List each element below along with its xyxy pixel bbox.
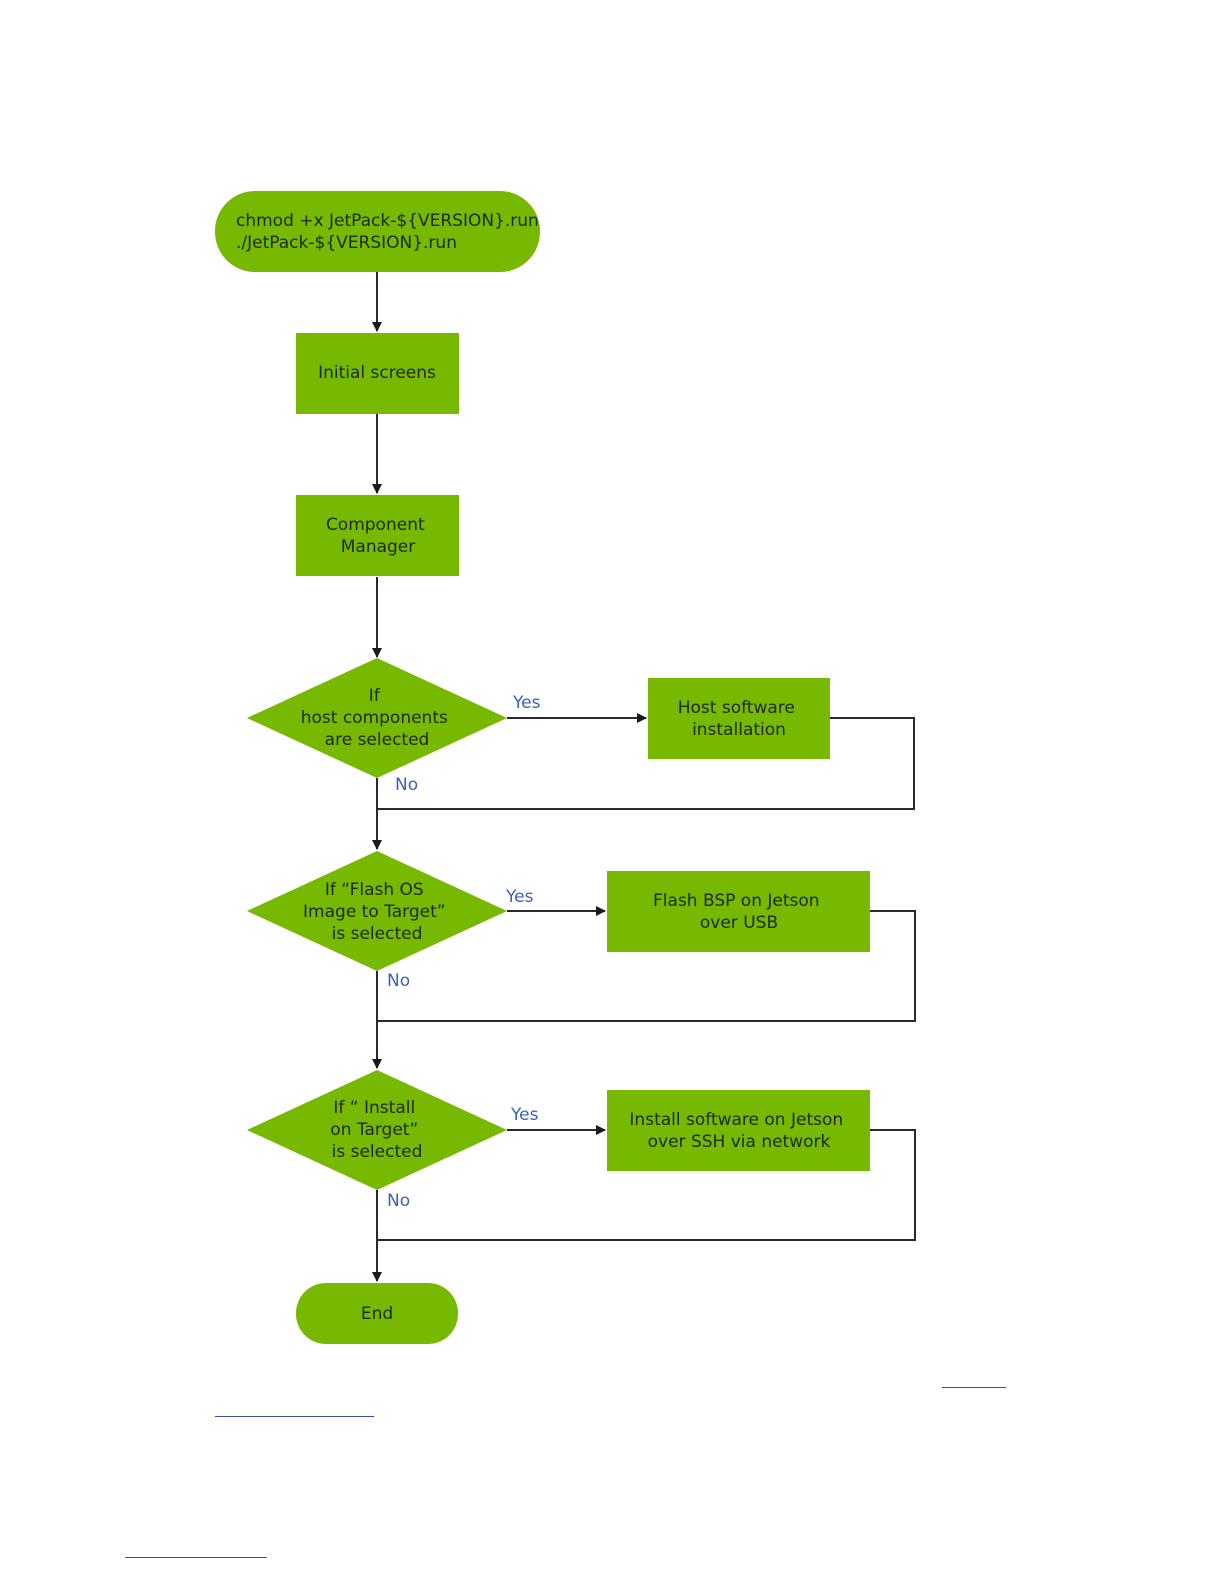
decision-install-label: If “ Install on Target” is selected bbox=[330, 1098, 423, 1162]
end-line-1: End bbox=[361, 1304, 393, 1324]
start-line-1: chmod +x JetPack-${VERSION}.run bbox=[236, 211, 539, 231]
initial-screens-label: Initial screens bbox=[318, 363, 436, 383]
end-label: End bbox=[361, 1304, 393, 1324]
link-underline-bottom[interactable] bbox=[125, 1557, 267, 1558]
decision-install-line-3: is selected bbox=[332, 1142, 423, 1162]
decision-flash-line-2: Image to Target” bbox=[303, 902, 446, 922]
nodes bbox=[215, 191, 870, 1344]
flash-bsp-line-1: Flash BSP on Jetson bbox=[653, 891, 820, 911]
flash-bsp-line-2: over USB bbox=[700, 913, 778, 933]
start-line-2: ./JetPack-${VERSION}.run bbox=[236, 233, 457, 253]
node-labels: chmod +x JetPack-${VERSION}.run ./JetPac… bbox=[236, 211, 848, 1324]
edge-labels: Yes No Yes No Yes No bbox=[387, 693, 541, 1211]
host-install-line-2: installation bbox=[692, 720, 786, 740]
node-end bbox=[296, 1283, 458, 1344]
connectors bbox=[372, 272, 916, 1282]
node-component-manager bbox=[296, 495, 459, 576]
node-decision-install bbox=[247, 1070, 507, 1190]
edge-label-flash-yes: Yes bbox=[505, 887, 534, 907]
node-decision-host bbox=[247, 658, 507, 778]
decision-host-line-1: If bbox=[369, 686, 381, 706]
node-flash-bsp bbox=[607, 871, 870, 952]
decision-flash-line-3: is selected bbox=[332, 924, 423, 944]
decision-flash-label: If “Flash OS Image to Target” is selecte… bbox=[303, 880, 451, 944]
component-manager-label: Component Manager bbox=[326, 515, 430, 557]
install-sw-line-2: over SSH via network bbox=[648, 1132, 831, 1152]
node-start bbox=[215, 191, 540, 272]
edge-label-install-no: No bbox=[387, 1191, 410, 1211]
decision-flash-line-1: If “Flash OS bbox=[325, 880, 424, 900]
line-install-return bbox=[377, 1129, 916, 1241]
node-host-install bbox=[648, 678, 830, 759]
host-install-label: Host software installation bbox=[678, 698, 801, 740]
install-sw-label: Install software on Jetson over SSH via … bbox=[629, 1110, 848, 1152]
flash-bsp-label: Flash BSP on Jetson over USB bbox=[653, 891, 825, 933]
decision-host-line-2: host components bbox=[301, 708, 448, 728]
install-sw-line-1: Install software on Jetson bbox=[629, 1110, 843, 1130]
decision-host-label: If host components are selected bbox=[301, 686, 454, 750]
decision-install-line-2: on Target” bbox=[330, 1120, 418, 1140]
component-manager-line-1: Component bbox=[326, 515, 425, 535]
edge-label-flash-no: No bbox=[387, 971, 410, 991]
node-install-sw bbox=[607, 1090, 870, 1171]
line-flash-return bbox=[377, 910, 916, 1022]
initial-screens-line-1: Initial screens bbox=[318, 363, 436, 383]
edge-label-install-yes: Yes bbox=[510, 1105, 539, 1125]
node-initial-screens bbox=[296, 333, 459, 414]
node-decision-flash bbox=[247, 851, 507, 971]
line-host-install-return bbox=[377, 717, 915, 810]
decision-host-line-3: are selected bbox=[325, 730, 430, 750]
edge-label-host-yes: Yes bbox=[512, 693, 541, 713]
component-manager-line-2: Manager bbox=[341, 537, 416, 557]
link-underline-left[interactable] bbox=[215, 1416, 374, 1417]
link-underline-right[interactable] bbox=[942, 1387, 1006, 1388]
edge-label-host-no: No bbox=[395, 775, 418, 795]
decision-install-line-1: If “ Install bbox=[333, 1098, 415, 1118]
start-label: chmod +x JetPack-${VERSION}.run ./JetPac… bbox=[236, 211, 544, 253]
host-install-line-1: Host software bbox=[678, 698, 795, 718]
